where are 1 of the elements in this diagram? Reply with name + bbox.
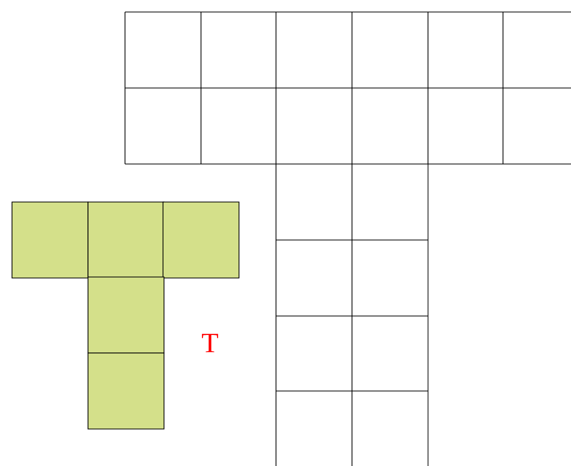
text-label: T (202, 334, 218, 352)
